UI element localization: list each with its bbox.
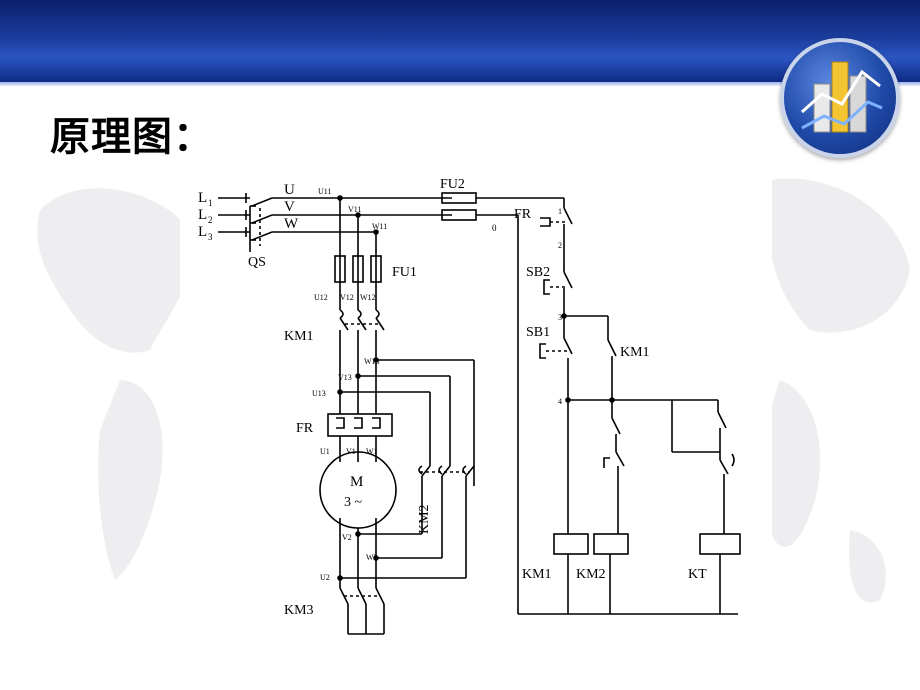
supply-inputs: [218, 193, 250, 237]
label-v2: V2: [342, 533, 352, 542]
label-u12: U12: [314, 293, 328, 302]
world-map-watermark: [37, 178, 910, 603]
label-u: U: [284, 182, 295, 198]
label-l1-sub: 1: [208, 198, 213, 208]
km1-aux-contact: [607, 316, 617, 400]
label-v11: V11: [348, 205, 361, 214]
label-node-4: 4: [558, 397, 562, 406]
fr-thermal-relay: [327, 413, 393, 437]
label-w11: W11: [372, 222, 387, 231]
label-w12: W12: [360, 293, 376, 302]
label-fr-main: FR: [296, 421, 314, 436]
label-l3: L: [198, 224, 207, 240]
header-bar: [0, 0, 920, 82]
circuit-diagram: L 1 L 2 L 3 U V W QS U11 V11 W11 FU2 0 F…: [198, 177, 741, 635]
circuit-diagram-panel: L 1 L 2 L 3 U V W QS U11 V11 W11 FU2 0 F…: [180, 168, 772, 660]
fr-nc-contact: [540, 207, 573, 272]
label-node-3: 3: [558, 313, 562, 322]
label-qs: QS: [248, 255, 266, 270]
slide-title: 原理图：: [50, 114, 214, 160]
chart-logo-icon: [780, 38, 900, 158]
kt-coil: [699, 533, 741, 555]
motor: [319, 451, 397, 529]
label-motor-m: M: [350, 474, 363, 490]
label-v12: V12: [340, 293, 354, 302]
km2-coil: [593, 533, 629, 555]
label-sb1: SB1: [526, 325, 550, 340]
fu1-fuses: [334, 255, 382, 283]
label-coil-km2: KM2: [576, 567, 606, 582]
label-u1: U1: [320, 447, 330, 456]
qs-switch: [249, 197, 273, 252]
label-u13: U13: [312, 389, 326, 398]
label-fr-control: FR: [514, 207, 532, 222]
label-u2: U2: [320, 573, 330, 582]
sb2-stop-button: [543, 271, 573, 316]
km2-contacts: [418, 465, 475, 578]
label-w13: W13: [364, 357, 380, 366]
label-node-0: 0: [492, 223, 497, 233]
label-v: V: [284, 199, 295, 215]
sb1-start-button: [539, 316, 573, 400]
label-coil-kt: KT: [688, 567, 707, 582]
label-km1-main: KM1: [284, 329, 314, 344]
label-l1: L: [198, 190, 207, 206]
label-v1: V1: [346, 447, 356, 456]
label-km3: KM3: [284, 603, 314, 618]
label-w2: W2: [366, 553, 378, 562]
label-u11: U11: [318, 187, 331, 196]
label-l3-sub: 3: [208, 232, 213, 242]
km1-main-contacts: [339, 309, 385, 331]
label-node-1: 1: [558, 207, 562, 216]
label-w: W: [284, 216, 299, 232]
label-motor-phase: 3 ~: [344, 495, 363, 510]
label-node-2: 2: [558, 241, 562, 250]
label-km2-main: KM2: [417, 504, 432, 534]
label-v13: V13: [338, 373, 352, 382]
label-fu1: FU1: [392, 265, 417, 280]
km1-coil: [553, 533, 589, 555]
label-km1-aux: KM1: [620, 345, 650, 360]
label-w1: W1: [366, 447, 378, 456]
km3-contacts: [339, 578, 385, 635]
header-divider: [0, 82, 920, 86]
label-sb2: SB2: [526, 265, 550, 280]
label-l2-sub: 2: [208, 215, 213, 225]
label-coil-km1: KM1: [522, 567, 552, 582]
label-fu2: FU2: [440, 177, 465, 192]
label-l2: L: [198, 207, 207, 223]
